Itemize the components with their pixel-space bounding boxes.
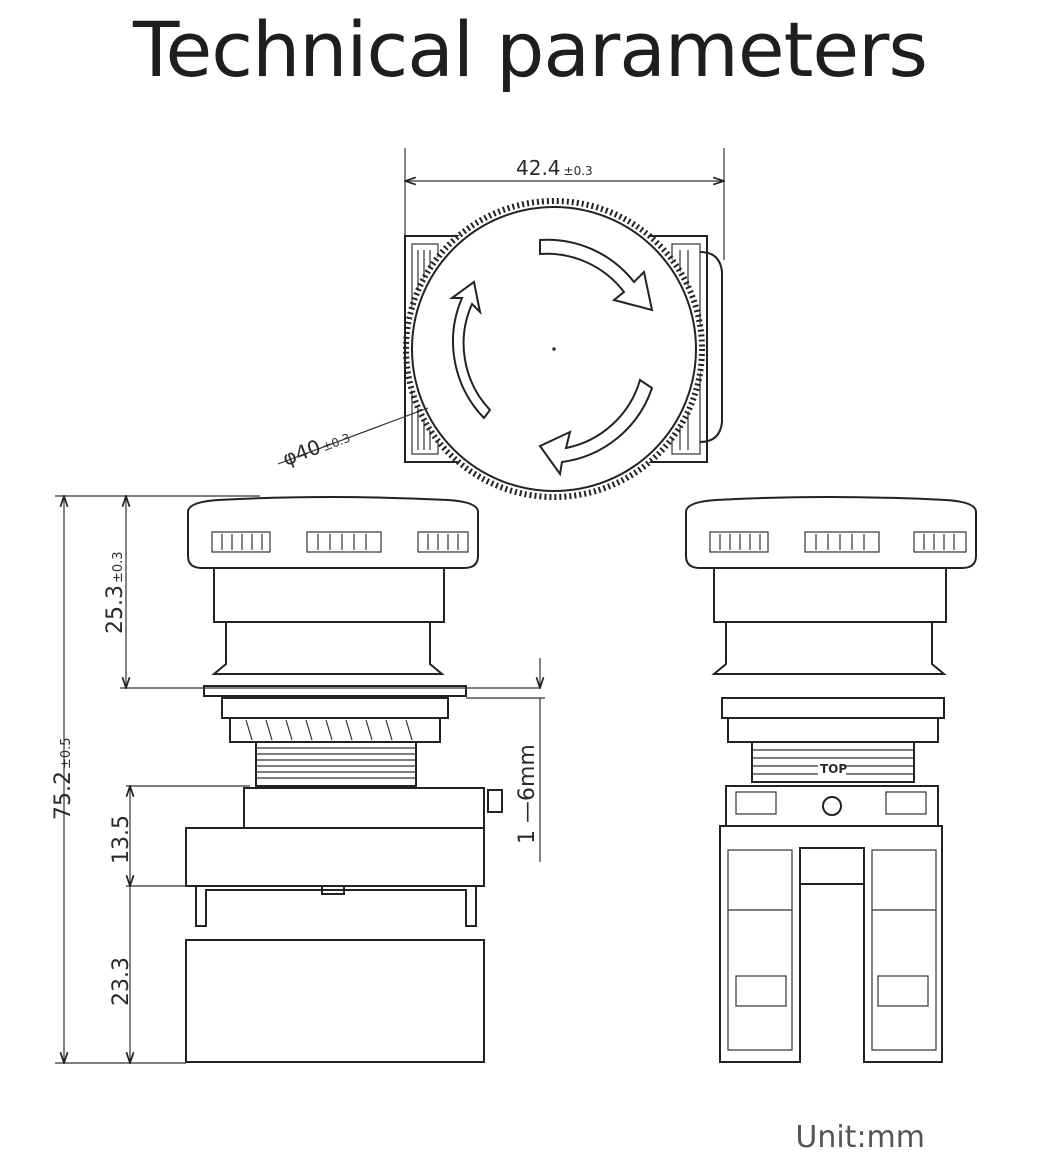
unit-label: Unit:mm <box>795 1120 925 1155</box>
rear-view: TOP <box>685 496 977 1063</box>
diameter-value: φ40 <box>279 434 324 470</box>
head-height-tolerance: ±0.3 <box>111 551 126 583</box>
svg-text:φ40±0.3: φ40±0.3 <box>279 423 353 470</box>
top-view: φ40±0.3 42.4±0.3 <box>277 148 724 500</box>
total-height-value: 75.2 <box>51 771 76 820</box>
top-width-value: 42.4 <box>516 156 561 180</box>
top-mark-label: TOP <box>820 762 847 776</box>
total-height-tolerance: ±0.5 <box>59 737 74 769</box>
top-width-tolerance: ±0.3 <box>564 164 593 178</box>
svg-text:25.3±0.3: 25.3 ±0.3 <box>103 551 128 634</box>
svg-text:42.4±0.3: 42.4±0.3 <box>516 156 593 180</box>
page-title: Technical parameters <box>133 5 928 94</box>
contact-height-label: 23.3 <box>109 957 134 1006</box>
panel-range-label: 1 —6mm <box>515 744 540 844</box>
block-height-label: 13.5 <box>109 815 134 864</box>
diameter-tolerance: ±0.3 <box>320 431 352 455</box>
head-height-value: 25.3 <box>103 585 128 634</box>
svg-text:75.2±0.5: 75.2 ±0.5 <box>51 737 76 820</box>
side-view: 75.2 ±0.5 25.3 ±0.3 13.5 23.3 1 —6mm <box>51 496 545 1063</box>
